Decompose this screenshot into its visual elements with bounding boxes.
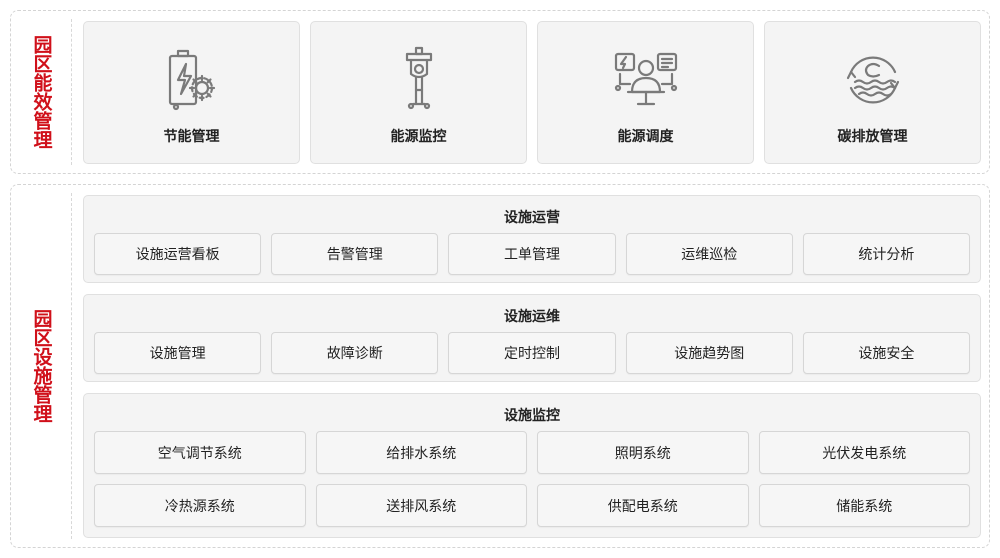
group-title-operations: 设施运营 xyxy=(504,210,560,226)
facility-section-divider xyxy=(71,193,72,539)
operations-row: 设施运营看板 告警管理 工单管理 运维巡检 统计分析 xyxy=(94,233,971,275)
energy-section-divider xyxy=(71,19,72,165)
card-energy-monitoring[interactable]: 能源监控 xyxy=(310,21,527,164)
btn-maintenance-inspection[interactable]: 运维巡检 xyxy=(625,233,793,275)
btn-work-order-management[interactable]: 工单管理 xyxy=(448,233,616,275)
btn-ventilation-system[interactable]: 送排风系统 xyxy=(315,484,527,527)
btn-lighting-system[interactable]: 照明系统 xyxy=(537,431,749,474)
btn-operations-dashboard[interactable]: 设施运营看板 xyxy=(94,233,262,275)
btn-power-distribution-system[interactable]: 供配电系统 xyxy=(537,484,749,527)
facility-management-section: 园区设施管理 设施运营 设施运营看板 告警管理 工单管理 运维巡检 统计分析 设… xyxy=(10,184,990,548)
monitoring-row-2: 冷热源系统 送排风系统 供配电系统 储能系统 xyxy=(94,484,970,527)
carbon-emission-icon xyxy=(846,56,899,104)
dispatch-operator-icon xyxy=(614,52,677,106)
facility-section-title: 园区设施管理 xyxy=(30,309,53,423)
btn-fault-diagnosis[interactable]: 故障诊断 xyxy=(271,332,439,374)
group-title-maintenance: 设施运维 xyxy=(504,309,560,325)
btn-scheduled-control[interactable]: 定时控制 xyxy=(448,332,616,374)
btn-facility-management[interactable]: 设施管理 xyxy=(94,332,262,374)
monitoring-row-1: 空气调节系统 给排水系统 照明系统 光伏发电系统 xyxy=(94,431,970,474)
sensor-pole-icon xyxy=(405,46,432,110)
btn-water-supply-drainage-system[interactable]: 给排水系统 xyxy=(315,431,527,474)
btn-energy-storage-system[interactable]: 储能系统 xyxy=(758,484,970,527)
group-facility-operations: 设施运营 设施运营看板 告警管理 工单管理 运维巡检 统计分析 xyxy=(83,195,981,283)
btn-pv-generation-system[interactable]: 光伏发电系统 xyxy=(758,431,970,474)
btn-air-conditioning-system[interactable]: 空气调节系统 xyxy=(94,431,306,474)
card-carbon-management[interactable]: 碳排放管理 xyxy=(764,21,981,164)
btn-alarm-management[interactable]: 告警管理 xyxy=(271,233,439,275)
card-label-energy-dispatch: 能源调度 xyxy=(617,129,674,145)
card-label-energy-monitoring: 能源监控 xyxy=(390,129,447,145)
card-label-carbon-management: 碳排放管理 xyxy=(837,129,908,145)
btn-statistics-analysis[interactable]: 统计分析 xyxy=(802,233,971,275)
maintenance-row: 设施管理 故障诊断 定时控制 设施趋势图 设施安全 xyxy=(94,332,971,374)
group-title-monitoring: 设施监控 xyxy=(504,408,560,424)
energy-section-title: 园区能效管理 xyxy=(30,35,53,149)
btn-facility-trend-chart[interactable]: 设施趋势图 xyxy=(625,332,793,374)
card-energy-dispatch[interactable]: 能源调度 xyxy=(537,21,754,164)
energy-management-section: 园区能效管理 节能管理 xyxy=(10,10,990,174)
card-label-energy-saving: 节能管理 xyxy=(163,129,220,145)
btn-facility-safety[interactable]: 设施安全 xyxy=(802,332,971,374)
group-facility-maintenance: 设施运维 设施管理 故障诊断 定时控制 设施趋势图 设施安全 xyxy=(83,294,981,382)
card-energy-saving[interactable]: 节能管理 xyxy=(83,21,300,164)
group-facility-monitoring: 设施监控 空气调节系统 给排水系统 照明系统 光伏发电系统 冷热源系统 送排风系… xyxy=(83,393,981,538)
btn-heating-cooling-source-system[interactable]: 冷热源系统 xyxy=(94,484,306,527)
energy-card-grid: 节能管理 能源监控 xyxy=(83,21,981,164)
battery-gear-icon xyxy=(168,49,215,111)
